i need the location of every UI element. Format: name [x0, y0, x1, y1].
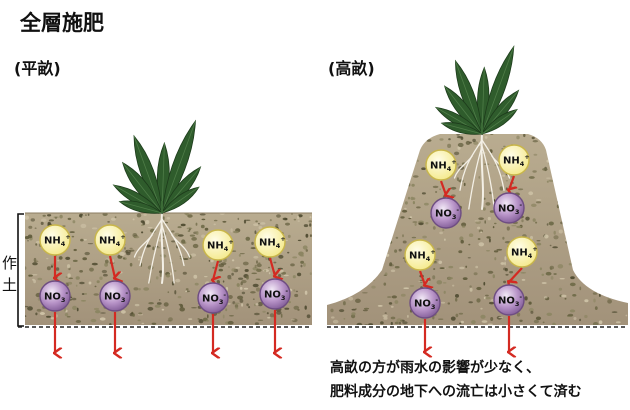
svg-text:NO3-: NO3-: [264, 287, 288, 302]
nitrate-ion-raised-1: NO3-: [430, 197, 462, 229]
svg-text:NO3-: NO3-: [44, 289, 68, 304]
svg-text:NO3-: NO3-: [202, 291, 226, 306]
nitrate-ion-flat-3: NO3-: [197, 282, 229, 314]
topsoil-label-1: 作: [2, 254, 17, 272]
ammonium-ion-raised-2: NH4+: [498, 144, 530, 176]
topsoil-bracket: 作 土: [2, 213, 24, 327]
nitrate-ion-flat-1: NO3-: [39, 280, 71, 312]
svg-text:NO3-: NO3-: [498, 293, 522, 308]
diagram-title: 全層施肥: [19, 11, 104, 35]
ammonium-ion-flat-2: NH4+: [94, 224, 126, 256]
ammonium-to-nitrate-arrow-raised-4: [509, 267, 523, 282]
ammonium-to-nitrate-arrow-flat-4: [268, 257, 275, 276]
svg-text:NH4+: NH4+: [207, 238, 234, 253]
svg-text:NH4+: NH4+: [511, 245, 538, 260]
ammonium-to-nitrate-arrow-flat-3: [213, 260, 218, 280]
ammonium-ion-raised-4: NH4+: [506, 236, 538, 268]
svg-text:NH4+: NH4+: [259, 235, 286, 250]
ammonium-to-nitrate-arrow-raised-2: [509, 175, 514, 190]
svg-text:NH4+: NH4+: [430, 158, 457, 173]
flat-bed-label: (平畝): [14, 59, 61, 78]
ammonium-ion-flat-4: NH4+: [254, 226, 286, 258]
nitrate-ion-raised-3: NO3-: [409, 287, 441, 319]
ammonium-to-nitrate-arrow-raised-3: [418, 270, 425, 285]
nitrate-ion-flat-2: NO3-: [99, 280, 131, 312]
svg-text:NO3-: NO3-: [414, 296, 438, 311]
nitrate-ion-flat-4: NO3-: [259, 278, 291, 310]
ammonium-ion-flat-1: NH4+: [39, 224, 71, 256]
svg-text:NO3-: NO3-: [435, 206, 459, 221]
nitrate-ion-raised-4: NO3-: [493, 284, 525, 316]
svg-text:NH4+: NH4+: [409, 248, 436, 263]
raised-bed-label: (高畝): [328, 59, 375, 78]
topsoil-label-2: 土: [2, 276, 17, 294]
svg-text:NH4+: NH4+: [503, 153, 530, 168]
nitrate-ion-raised-2: NO3-: [493, 192, 525, 224]
ion-layer: NH4+ NO3- NH4+ NO3- NH4+ NO3- NH4+ NO3- NH4+ NO3-…: [39, 144, 538, 353]
ammonium-to-nitrate-arrow-flat-2: [108, 255, 115, 278]
ammonium-ion-raised-3: NH4+: [404, 239, 436, 271]
svg-text:NH4+: NH4+: [99, 233, 126, 248]
plant-flat-bed: [112, 119, 202, 284]
ammonium-to-nitrate-arrow-raised-1: [439, 180, 446, 195]
caption-line-1: 高畝の方が雨水の影響が少なく、: [330, 359, 540, 376]
svg-text:NO3-: NO3-: [104, 289, 128, 304]
ammonium-ion-flat-3: NH4+: [202, 229, 234, 261]
caption-line-2: 肥料成分の地下への流亡は小さくて済む: [330, 383, 582, 400]
ammonium-ion-raised-1: NH4+: [425, 149, 457, 181]
svg-text:NH4+: NH4+: [44, 233, 71, 248]
svg-text:NO3-: NO3-: [498, 201, 522, 216]
